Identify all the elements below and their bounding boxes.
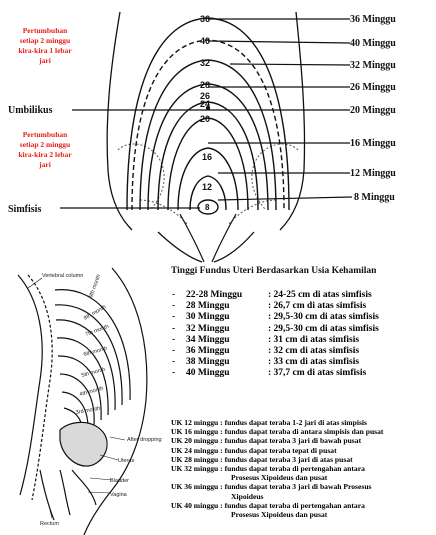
- table-cell-dash: -: [172, 324, 186, 335]
- contour-number-32: 32: [200, 58, 210, 68]
- contour-number-36: 36: [200, 14, 210, 24]
- label-4th-month: 4th month: [79, 386, 104, 398]
- contour-number-8: 8: [205, 203, 210, 212]
- table-cell-value: : 24-25 cm di atas simfisis: [268, 290, 379, 301]
- label-vagina: Vagina: [110, 492, 128, 498]
- svg-text:Pertumbuhan: Pertumbuhan: [23, 26, 68, 35]
- table-row: -36 Minggu: 32 cm di atas simfisis: [172, 346, 379, 357]
- table-row: -28 Minggu: 26,7 cm di atas simfisis: [172, 301, 379, 312]
- table-row: -38 Minggu: 33 cm di atas simfisis: [172, 357, 379, 368]
- contour-number-12: 12: [202, 182, 212, 192]
- note-line: UK 24 minggu : fundus dapat teraba tepat…: [171, 446, 433, 455]
- table-cell-dash: -: [172, 312, 186, 323]
- table-cell-dash: -: [172, 368, 186, 379]
- week-label-12: 12 Minggu: [350, 168, 396, 179]
- label-9th-month: 9th month: [88, 274, 102, 299]
- note-line: UK 28 minggu : fundus dapat teraba 3 jar…: [171, 455, 433, 464]
- contour-number-16: 16: [202, 152, 212, 162]
- week-label-26: 26 Minggu: [350, 82, 396, 93]
- svg-text:kira-kira 1 lebar: kira-kira 1 lebar: [18, 46, 72, 55]
- note-continuation: Prosesus Xipoideus dan pusat: [171, 510, 433, 519]
- note-continuation: Prosesus Xipoideus dan pusat: [171, 473, 433, 482]
- svg-text:jari: jari: [38, 56, 51, 65]
- table-cell-week: 36 Minggu: [186, 346, 268, 357]
- table-row: -32 Minggu: 29,5-30 cm di atas simfisis: [172, 324, 379, 335]
- table-cell-value: : 31 cm di atas simfisis: [268, 335, 379, 346]
- table-cell-value: : 26,7 cm di atas simfisis: [268, 301, 379, 312]
- red-note-bottom: Pertumbuhan setiap 2 minggu kira-kira 2 …: [18, 130, 72, 169]
- table-row: -22-28 Minggu: 24-25 cm di atas simfisis: [172, 290, 379, 301]
- table-cell-week: 30 Minggu: [186, 312, 268, 323]
- label-uterus: Uterus: [118, 458, 134, 464]
- contour-number-24: 24: [200, 99, 210, 109]
- umbilikus-label: Umbilikus: [8, 105, 53, 116]
- red-note-top: Pertumbuhan setiap 2 minggu kira-kira 1 …: [18, 26, 72, 65]
- note-continuation: Xipoideus: [171, 492, 433, 501]
- table-cell-week: 22-28 Minggu: [186, 290, 268, 301]
- table-cell-week: 32 Minggu: [186, 324, 268, 335]
- note-line: UK 20 minggu : fundus dapat teraba 3 jar…: [171, 436, 433, 445]
- label-vertebral-column: Vertebral column: [42, 273, 83, 279]
- contour-number-40: 40: [200, 36, 210, 46]
- label-rectum: Rectum: [40, 521, 59, 527]
- table-cell-dash: -: [172, 301, 186, 312]
- table-row: -34 Minggu: 31 cm di atas simfisis: [172, 335, 379, 346]
- table-cell-value: : 33 cm di atas simfisis: [268, 357, 379, 368]
- note-line: UK 36 minggu : fundus dapat teraba 3 jar…: [171, 482, 433, 491]
- table-cell-week: 40 Minggu: [186, 368, 268, 379]
- table-cell-value: : 29,5-30 cm di atas simfisis: [268, 324, 379, 335]
- note-line: UK 12 minggu : fundus dapat teraba 1-2 j…: [171, 418, 433, 427]
- svg-text:jari: jari: [38, 160, 51, 169]
- contour-20: [168, 118, 248, 210]
- table-title: Tinggi Fundus Uteri Berdasarkan Usia Keh…: [171, 266, 376, 276]
- label-3rd-month: 3rd month: [75, 406, 100, 416]
- table-cell-week: 28 Minggu: [186, 301, 268, 312]
- table-row: -40 Minggu: 37,7 cm di atas simfisis: [172, 368, 379, 379]
- week-label-32: 32 Minggu: [350, 60, 396, 71]
- table-cell-value: : 37,7 cm di atas simfisis: [268, 368, 379, 379]
- svg-text:Pertumbuhan: Pertumbuhan: [23, 130, 68, 139]
- table-cell-dash: -: [172, 290, 186, 301]
- note-line: UK 32 minggu : fundus dapat teraba di pe…: [171, 464, 433, 473]
- table-cell-dash: -: [172, 357, 186, 368]
- label-bladder: Bladder: [110, 478, 129, 484]
- fundal-height-table: -22-28 Minggu: 24-25 cm di atas simfisis…: [172, 290, 379, 380]
- label-after-dropping: After dropping: [127, 437, 162, 443]
- table-cell-dash: -: [172, 335, 186, 346]
- svg-text:setiap 2 minggu: setiap 2 minggu: [20, 140, 70, 149]
- table-cell-value: : 29,5-30 cm di atas simfisis: [268, 312, 379, 323]
- week-label-20: 20 Minggu: [350, 105, 396, 116]
- week-label-16: 16 Minggu: [350, 138, 396, 149]
- note-line: UK 16 minggu : fundus dapat teraba di an…: [171, 427, 433, 436]
- gestational-notes: UK 12 minggu : fundus dapat teraba 1-2 j…: [171, 418, 433, 519]
- label-7th-month: 7th month: [85, 324, 110, 338]
- table-cell-week: 34 Minggu: [186, 335, 268, 346]
- table-row: -30 Minggu: 29,5-30 cm di atas simfisis: [172, 312, 379, 323]
- table-cell-value: : 32 cm di atas simfisis: [268, 346, 379, 357]
- contour-number-20: 20: [200, 114, 210, 124]
- table-cell-week: 38 Minggu: [186, 357, 268, 368]
- week-label-8: 8 Minggu: [354, 192, 395, 203]
- svg-text:setiap 2 minggu: setiap 2 minggu: [20, 36, 70, 45]
- svg-text:kira-kira 2 lebar: kira-kira 2 lebar: [18, 150, 72, 159]
- table-cell-dash: -: [172, 346, 186, 357]
- simfisis-label: Simfisis: [8, 204, 41, 215]
- note-line: UK 40 minggu : fundus dapat teraba di pe…: [171, 501, 433, 510]
- week-label-36: 36 Minggu: [350, 14, 396, 25]
- week-label-40: 40 Minggu: [350, 38, 396, 49]
- contour-number-28: 28: [200, 80, 210, 90]
- sagittal-figure: [18, 268, 147, 535]
